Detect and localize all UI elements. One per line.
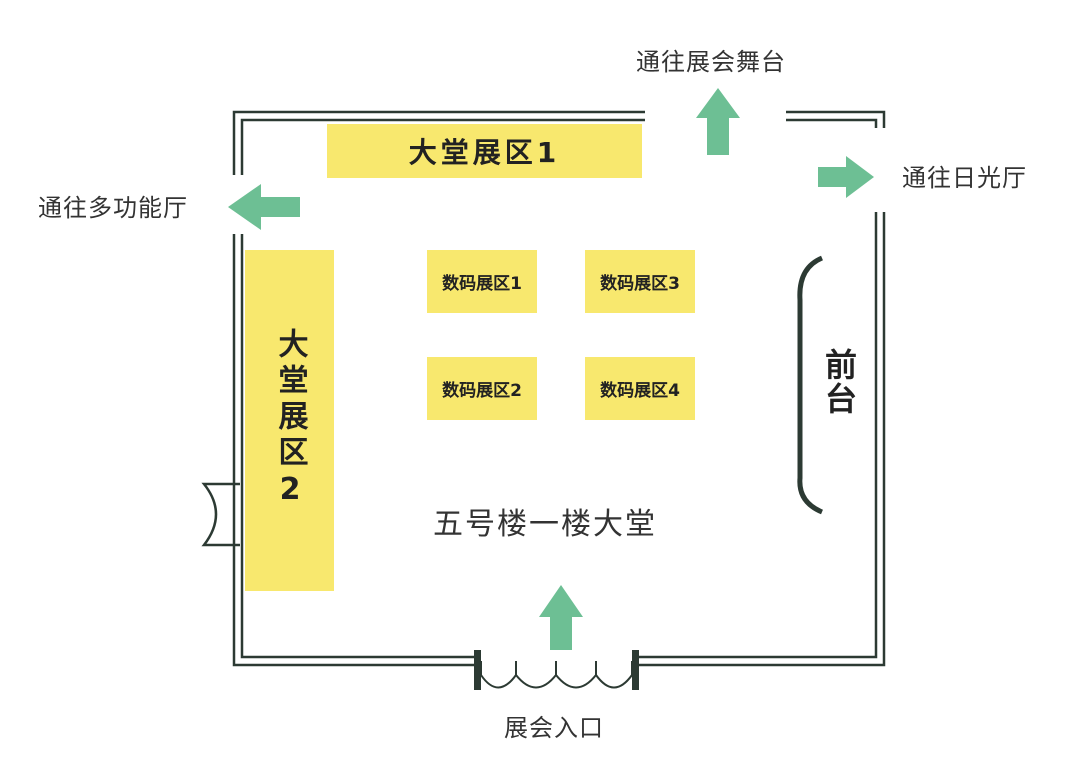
wall-top-right — [786, 110, 886, 128]
arrow-right-sunlight — [818, 156, 874, 198]
lobby-zone-2: 大堂展区2 — [245, 250, 334, 591]
digital-zone-4: 数码展区4 — [585, 357, 695, 420]
digital-zone-3: 数码展区3 — [585, 250, 695, 313]
digital-zone-1-label: 数码展区1 — [442, 274, 522, 294]
entrance-post-right — [632, 650, 639, 690]
label-to-multifunction-hall: 通往多功能厅 — [38, 194, 188, 222]
arrow-up-entrance — [539, 585, 583, 650]
wall-right — [638, 212, 886, 667]
lobby-zone-1-label: 大堂展区1 — [408, 136, 561, 169]
front-desk-counter — [797, 255, 824, 515]
digital-zone-4-label: 数码展区4 — [600, 381, 680, 401]
label-to-stage: 通往展会舞台 — [636, 48, 786, 76]
entrance-post-left — [474, 650, 481, 690]
wall-left-inner — [240, 234, 474, 659]
lobby-zone-1: 大堂展区1 — [327, 124, 642, 178]
digital-zone-1: 数码展区1 — [427, 250, 537, 313]
wall-top-right-inner — [786, 118, 878, 128]
digital-zone-3-label: 数码展区3 — [600, 274, 680, 294]
label-to-sunlight-hall: 通往日光厅 — [902, 164, 1027, 192]
side-door — [201, 482, 240, 547]
lobby-zone-2-label: 大堂展区2 — [272, 328, 308, 513]
arrow-up-stage — [696, 88, 740, 155]
front-desk-label: 前台 — [820, 348, 858, 416]
digital-zone-2: 数码展区2 — [427, 357, 537, 420]
entrance-doors — [480, 661, 633, 689]
arrow-left-multifunction — [228, 184, 300, 230]
digital-zone-2-label: 数码展区2 — [442, 381, 522, 401]
wall-right-inner — [638, 212, 878, 659]
wall-top-left — [232, 110, 645, 175]
label-entrance: 展会入口 — [504, 714, 604, 742]
wall-top-left-inner — [240, 118, 645, 175]
wall-left — [232, 234, 474, 667]
hall-name: 五号楼一楼大堂 — [433, 507, 657, 542]
